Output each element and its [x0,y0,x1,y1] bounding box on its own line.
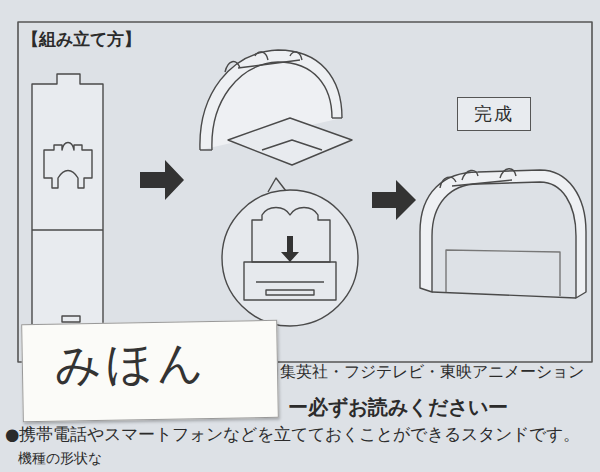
step-arrow [140,160,184,200]
bullet-text: ●携帯電話やスマートフォンなどを立てておくことができるスタンドです。 [5,424,580,446]
sample-sticker: みほん [21,320,279,422]
heading: 【組み立て方】 [22,28,141,51]
cut-text: 機種の形状な [18,450,102,468]
handwritten-text: みほん [54,332,217,397]
completed-stand [420,169,586,298]
box-text: 完成 [474,102,514,126]
frame [18,22,592,362]
label-box: 完成 [457,97,531,131]
flat-part [32,74,103,330]
step-arrow [372,180,416,220]
notice-heading: ー必ずお読みくださいー [288,394,508,421]
copyright-note: 集英社・フジテレビ・東映アニメーション [280,362,584,383]
detail-callout [222,178,358,326]
half-assembled-stand [200,50,352,165]
